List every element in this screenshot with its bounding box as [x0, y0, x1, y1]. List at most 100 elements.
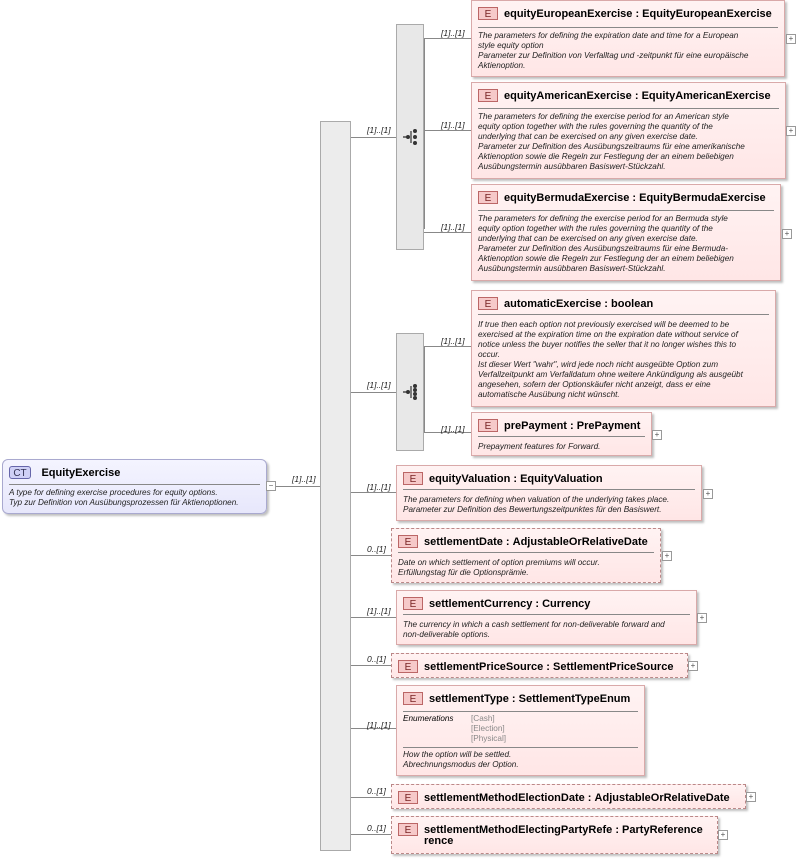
el-name: prePayment	[504, 419, 567, 432]
el-type: Currency	[542, 597, 591, 610]
el-separator	[403, 489, 695, 490]
root-doc: A type for defining exercise procedures …	[9, 488, 258, 508]
doc-line: notice unless the buyer notifies the sel…	[478, 340, 737, 349]
el-type-sep: :	[566, 419, 577, 432]
expand-icon[interactable]: +	[786, 34, 796, 44]
main-el-4-cardinality: 0..[1]	[367, 654, 386, 664]
expand-icon[interactable]: +	[662, 551, 672, 561]
doc-line: Aktienoption.	[478, 61, 526, 70]
element-badge-icon: E	[403, 472, 423, 486]
doc-line: non-deliverable options.	[403, 630, 490, 639]
complex-type-badge-icon: CT	[9, 466, 31, 480]
el-separator	[403, 614, 690, 615]
choice-group-icon	[403, 129, 417, 145]
expand-icon[interactable]: +	[786, 126, 796, 136]
el-separator	[403, 711, 638, 712]
el-doc: Prepayment features for Forward.	[478, 442, 643, 452]
expand-icon[interactable]: +	[782, 229, 792, 239]
main-el-2-cardinality: 0..[1]	[367, 544, 386, 554]
el-doc: The parameters for defining the expirati…	[478, 31, 776, 71]
doc-line: Verfallzeitpunkt am Verfalldatum ohne we…	[478, 370, 743, 379]
expand-icon[interactable]: +	[697, 613, 707, 623]
el-name: equityBermudaExercise	[504, 191, 630, 204]
doc-line: Erfüllungstag für die Optionsprämie.	[398, 568, 529, 577]
sequence-group-icon	[403, 384, 417, 400]
el-type: AdjustableOrRelativeDate	[594, 791, 730, 804]
doc-line: The currency in which a cash settlement …	[403, 620, 665, 629]
el-doc: The parameters for defining the exercise…	[478, 112, 777, 172]
el-separator	[403, 747, 638, 748]
element-badge-icon: E	[403, 597, 423, 611]
element-badge-icon: E	[398, 535, 418, 549]
element-badge-icon: E	[398, 823, 418, 837]
expand-icon[interactable]: +	[718, 830, 728, 840]
doc-line: Parameter zur Definition von Verfalltag …	[478, 51, 749, 60]
el-type-sep: :	[629, 191, 640, 204]
doc-line: Date on which settlement of option premi…	[398, 558, 600, 567]
choice-link-3	[424, 232, 471, 233]
main-el-7-cardinality: 0..[1]	[367, 823, 386, 833]
choice-el-1-cardinality: [1]..[1]	[441, 28, 465, 38]
doc-line: The parameters for defining the exercise…	[478, 214, 728, 223]
doc-line: equity option together with the rules go…	[478, 122, 713, 131]
el-separator	[478, 27, 778, 28]
choice-el-2-cardinality: [1]..[1]	[441, 120, 465, 130]
main-link-7	[351, 834, 391, 835]
main-el-3-cardinality: [1]..[1]	[367, 606, 391, 616]
el-doc: The currency in which a cash settlement …	[403, 620, 688, 640]
expand-icon[interactable]: +	[652, 430, 662, 440]
el-type: EquityEuropeanExercise	[642, 7, 772, 20]
el-name: settlementMethodElectionDate	[424, 791, 585, 804]
doc-line: Parameter zur Definition des Ausübungsze…	[478, 244, 728, 253]
doc-line: If true then each option not previously …	[478, 320, 730, 329]
choice-branch-line	[424, 38, 425, 229]
doc-line: Ausübungstermin ausübbaren Basiswert-Stü…	[478, 264, 666, 273]
doc-line: Aktienoption sowie die Regeln zur Festle…	[478, 254, 734, 263]
collapse-root-icon[interactable]: −	[266, 481, 276, 491]
el-type-sep: :	[508, 692, 519, 705]
el-type-sep: :	[543, 660, 553, 673]
expand-icon[interactable]: +	[746, 792, 756, 802]
el-type-sep: :	[612, 823, 623, 836]
main-link-1	[351, 492, 396, 493]
main-link-2	[351, 555, 391, 556]
expand-icon[interactable]: +	[688, 661, 698, 671]
sequence-connector	[351, 392, 396, 393]
complex-type-equity-exercise[interactable]: CT EquityExercise A type for defining ex…	[2, 459, 267, 514]
doc-line: equity option together with the rules go…	[478, 224, 713, 233]
doc-line: style equity option	[478, 41, 544, 50]
seq-link-1	[424, 346, 471, 347]
doc-line: Prepayment features for Forward.	[478, 442, 601, 451]
doc-line: The parameters for defining when valuati…	[403, 495, 670, 504]
main-link-5	[351, 728, 396, 729]
element-badge-icon: E	[398, 660, 418, 674]
doc-line: Aktienoption sowie die Regeln zur Festle…	[478, 152, 734, 161]
root-connector	[276, 486, 328, 487]
el-name: settlementDate	[424, 535, 503, 548]
el-type-sep: :	[502, 535, 513, 548]
el-name: settlementMethodElectingPartyRefe	[424, 823, 613, 836]
enum-value: [Election]	[471, 724, 505, 733]
seq-link-2	[424, 432, 471, 433]
doc-line: underlying that can be exercised on any …	[478, 132, 698, 141]
expand-icon[interactable]: +	[703, 489, 713, 499]
element-badge-icon: E	[478, 191, 498, 205]
el-type: SettlementTypeEnum	[518, 692, 631, 705]
